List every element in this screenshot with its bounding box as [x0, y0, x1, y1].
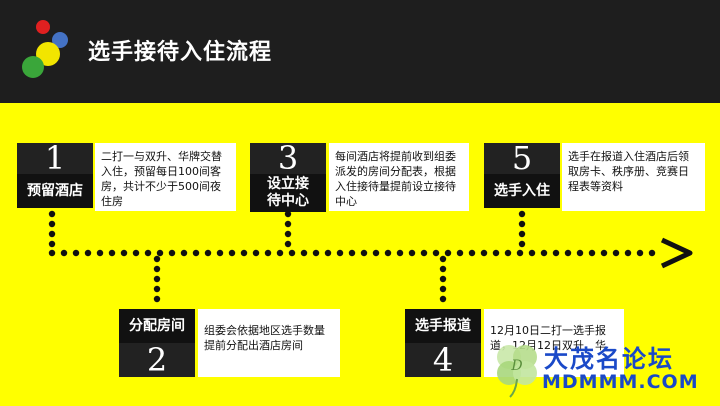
svg-text:D: D — [510, 358, 522, 374]
watermark-cn: 大茂名论坛 — [544, 345, 674, 373]
watermark-en: MDMMM.COM — [542, 371, 699, 393]
step-5-label: 选手入住 — [484, 174, 560, 208]
step-5-number: 5 — [484, 142, 560, 174]
step-4-number: 4 — [405, 343, 481, 377]
step-3-desc: 每间酒店将提前收到组委派发的房间分配表，根据入住接待量提前设立接待中心 — [329, 143, 469, 211]
page-title: 选手接待入住流程 — [88, 40, 273, 65]
logo-dot-blue — [52, 32, 68, 48]
logo-dot-green — [22, 56, 44, 78]
clover-icon: D — [497, 345, 537, 398]
step-2-number: 2 — [119, 343, 195, 377]
step-5-desc: 选手在报道入住酒店后领取房卡、秩序册、竞赛日程表等资料 — [562, 143, 705, 211]
header: 选手接待入住流程 — [0, 0, 720, 103]
step-3-label: 设立接待中心 — [250, 174, 326, 212]
step-1-desc: 二打一与双升、华牌交替入住，预留每日100间客房，共计不少于500间夜住房 — [95, 143, 236, 211]
step-4-label: 选手报道 — [405, 309, 481, 343]
logo-dot-red — [36, 20, 50, 34]
step-3-number: 3 — [250, 142, 326, 174]
step-1-label: 预留酒店 — [17, 174, 93, 208]
step-1-number: 1 — [17, 142, 93, 174]
watermark: D 大茂名论坛 MDMMM.COM — [488, 337, 720, 406]
step-2-label: 分配房间 — [119, 309, 195, 343]
step-4-desc: 12月10日二打一选手报道，12月12日双升、华 — [484, 309, 624, 377]
step-2-desc: 组委会依据地区选手数量提前分配出酒店房间 — [198, 309, 340, 377]
